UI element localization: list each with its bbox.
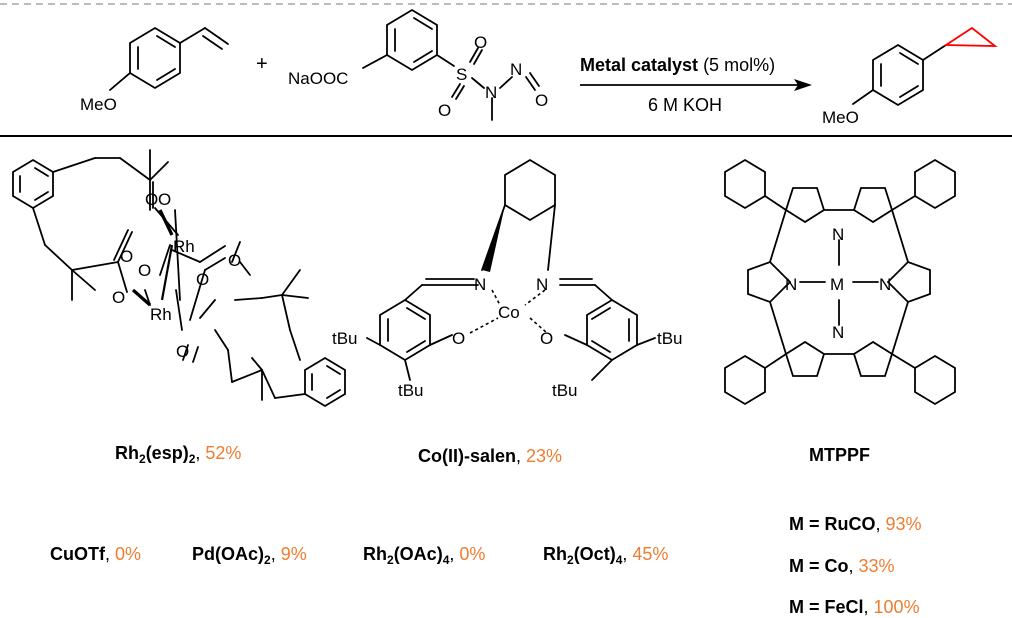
rh-esp-name: Rh2(esp)2 [115, 443, 196, 466]
co-salen-wedge-left [482, 205, 505, 272]
co-salen-tbu-left: tBu [332, 329, 358, 348]
rh-esp-o-1: O [145, 190, 158, 209]
result-m-co: M = Co, 33% [789, 556, 895, 576]
rh-o-bond-2 [131, 288, 152, 307]
arrow-base-text: 6 M KOH [648, 95, 723, 115]
result-rhoac: Rh2(OAc)4, 0% [363, 544, 486, 567]
arrow-condition-catalyst: Metal catalyst (5 mol%) [580, 54, 775, 76]
co-salen-o-left: O [452, 329, 465, 348]
co-salen-n-left: N [474, 275, 486, 294]
rh-esp-rh-bottom: Rh [150, 305, 172, 324]
porphyrin-structure [724, 158, 956, 406]
result-rhoct: Rh2(Oct)4, 45% [543, 544, 669, 567]
rh-esp-o-5: O [112, 288, 125, 307]
plus-sign: + [256, 53, 268, 75]
reagent-s-label: S [456, 65, 467, 84]
rh-esp-o-2: O [158, 190, 171, 209]
rh-esp-rh-top: Rh [173, 237, 195, 256]
co-salen-structure [366, 158, 656, 381]
substrate-meo-label: MeO [80, 95, 117, 114]
reaction-arrow-head [794, 79, 812, 91]
reagent-o-top-label: O [474, 33, 487, 52]
co-salen-o-right: O [540, 329, 553, 348]
reagent-n-label: N [485, 83, 497, 102]
co-salen-tbu-bottom-left: tBu [398, 381, 424, 400]
product-meo-label: MeO [822, 108, 859, 127]
arrow-catalyst-bold: Metal catalyst [580, 55, 699, 75]
caption-co-salen: Co(II)-salen, 23% [418, 446, 563, 466]
mtppf-name: MTPPF [809, 445, 870, 465]
co-salen-tbu-right: tBu [657, 329, 683, 348]
caption-mtppf: MTPPF [809, 444, 870, 466]
rhoac-yield: 0% [459, 544, 486, 564]
co-salen-co: Co [498, 303, 520, 322]
rh-esp-yield: 52% [205, 443, 242, 463]
m-co-yield: 33% [858, 556, 895, 576]
result-pdoac: Pd(OAc)2, 9% [192, 544, 307, 567]
m-ruco-yield: 93% [885, 514, 922, 534]
arrow-condition-base: 6 M KOH [648, 94, 722, 116]
result-m-ruco: M = RuCO, 93% [789, 514, 922, 534]
porphyrin-n-left: N [785, 275, 797, 294]
rh-esp-o-4: O [138, 261, 151, 280]
reagent-n-nitroso-label: N [510, 60, 522, 79]
substrate-4-methoxystyrene [109, 26, 229, 91]
cuotf-yield: 0% [115, 544, 142, 564]
rh-rh-bond [160, 244, 174, 301]
m-fecl-yield: 100% [873, 597, 920, 617]
co-salen-coordination-bonds [469, 289, 548, 334]
rh-esp-o-3: O [120, 247, 133, 266]
porphyrin-m-center: M [830, 275, 844, 294]
co-salen-yield: 23% [526, 446, 563, 466]
pdoac-yield: 9% [280, 544, 307, 564]
caption-rh-esp: Rh2(esp)2, 52% [115, 443, 242, 466]
reagent-naooc-label: NaOOC [288, 69, 348, 88]
rhoct-yield: 45% [632, 544, 669, 564]
rh-esp-structure [12, 149, 346, 408]
porphyrin-n-bottom: N [832, 323, 844, 342]
product-cyclopropane-ring [943, 26, 998, 47]
porphyrin-n-top: N [832, 225, 844, 244]
reagent-structure [362, 8, 540, 121]
co-salen-n-right: N [536, 275, 548, 294]
co-salen-name: Co(II)-salen [418, 446, 517, 466]
rh-esp-o-7: O [196, 270, 209, 289]
result-cuotf: CuOTf, 0% [50, 544, 142, 564]
rh-esp-o-8: O [176, 342, 189, 361]
reagent-o-nitroso-label: O [535, 91, 548, 110]
rh-esp-o-6: O [228, 251, 241, 270]
reagent-o-bottom-label: O [438, 101, 451, 120]
rh-o-bond-1 [158, 209, 174, 236]
porphyrin-n-right: N [879, 275, 891, 294]
product-structure [852, 43, 947, 107]
result-m-fecl: M = FeCl, 100% [789, 597, 920, 617]
co-salen-tbu-bottom-right: tBu [552, 381, 578, 400]
arrow-catalyst-loading: (5 mol%) [698, 55, 776, 75]
